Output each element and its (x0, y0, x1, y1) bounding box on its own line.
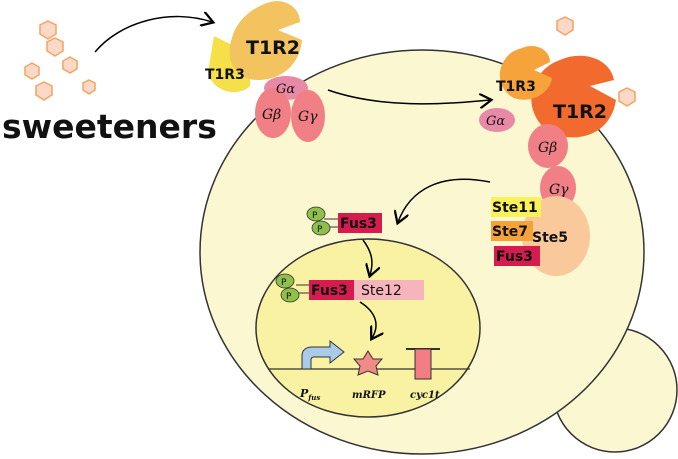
phosphate-label: P (281, 278, 287, 288)
nuclear-complex: P P Fus3 Ste12 (275, 273, 424, 303)
ste11-label: Ste11 (492, 200, 538, 216)
fus3-cyto-label: Fus3 (340, 216, 377, 232)
cyc1t-label: cyc1t (410, 390, 440, 401)
phosphate-label: P (286, 292, 292, 302)
g-beta-left-label: Gβ (262, 107, 281, 123)
ste7-label: Ste7 (492, 224, 528, 240)
sweeteners-label: sweeteners (2, 107, 217, 146)
t1r2-left-shape (229, 1, 302, 80)
t1r2-left-label: T1R2 (246, 37, 300, 59)
hexagon-icon (82, 79, 96, 95)
g-alpha-left-label: Gα (276, 82, 295, 97)
hexagon-icon (46, 37, 64, 57)
phosphate-icon (275, 273, 295, 289)
g-beta-left-shape (255, 88, 291, 138)
g-alpha-right-shape (479, 108, 515, 132)
fus3-scaffold-shape (494, 246, 540, 266)
g-protein-left: Gα Gβ Gγ (255, 76, 325, 142)
g-beta-right-label: Gβ (538, 140, 557, 156)
t1r3-right-shape (499, 45, 552, 100)
hexagon-icon (35, 81, 53, 101)
mapk-scaffold: Ste11 Ste7 Ste5 Fus3 (491, 196, 590, 276)
terminator-icon (406, 348, 440, 380)
t1r3-right-label: T1R3 (496, 79, 536, 95)
mrfp-star-icon (352, 350, 384, 376)
phosphate-icon (306, 206, 326, 222)
ste5-label: Ste5 (532, 230, 568, 246)
hexagon-icon (62, 56, 78, 74)
phosphate-icon (280, 287, 300, 303)
ste12-shape (352, 280, 424, 300)
hexagon-icon (556, 16, 574, 36)
reporter-construct: Pfus mRFP cyc1t (268, 339, 470, 402)
fus3-nuclear-shape (309, 280, 354, 300)
binding-arrow (94, 17, 212, 53)
import-arrow (362, 239, 372, 275)
receptor-left: T1R2 T1R3 (205, 1, 302, 93)
hexagon-icon (618, 87, 636, 107)
phosphate-label: P (317, 225, 323, 235)
g-gamma-right-label: Gγ (549, 182, 569, 198)
g-gamma-left-shape (291, 90, 325, 142)
g-gamma-left-label: Gγ (298, 109, 318, 125)
t1r3-left-label: T1R3 (205, 67, 245, 83)
ste11-shape (491, 197, 541, 217)
promoter-arrow-icon (301, 339, 345, 370)
cyto-fus3: P P Fus3 (306, 206, 382, 236)
t1r2-right-shape (531, 55, 616, 138)
activation-arrow (327, 89, 490, 104)
fus3-nuclear-label: Fus3 (311, 283, 348, 299)
cascade-arrow (398, 178, 491, 222)
phosphate-label: P (312, 211, 318, 221)
hexagon-icon (39, 20, 57, 40)
hexagon-icon (24, 62, 40, 80)
promoter-label: Pfus (299, 387, 320, 402)
ste12-label: Ste12 (361, 283, 402, 299)
ste7-shape (491, 221, 533, 241)
sweetener-molecules (24, 16, 636, 107)
fus3-cyto-shape (338, 213, 382, 233)
phosphate-icon (311, 220, 331, 236)
g-beta-right-shape (528, 124, 568, 168)
g-alpha-right-label: Gα (486, 114, 505, 129)
transcription-arrow (359, 301, 376, 338)
fus3-scaffold-label: Fus3 (496, 249, 533, 265)
receptor-right: T1R3 T1R2 (496, 45, 616, 138)
mrfp-label: mRFP (352, 390, 386, 401)
t1r2-right-label: T1R2 (553, 101, 607, 123)
